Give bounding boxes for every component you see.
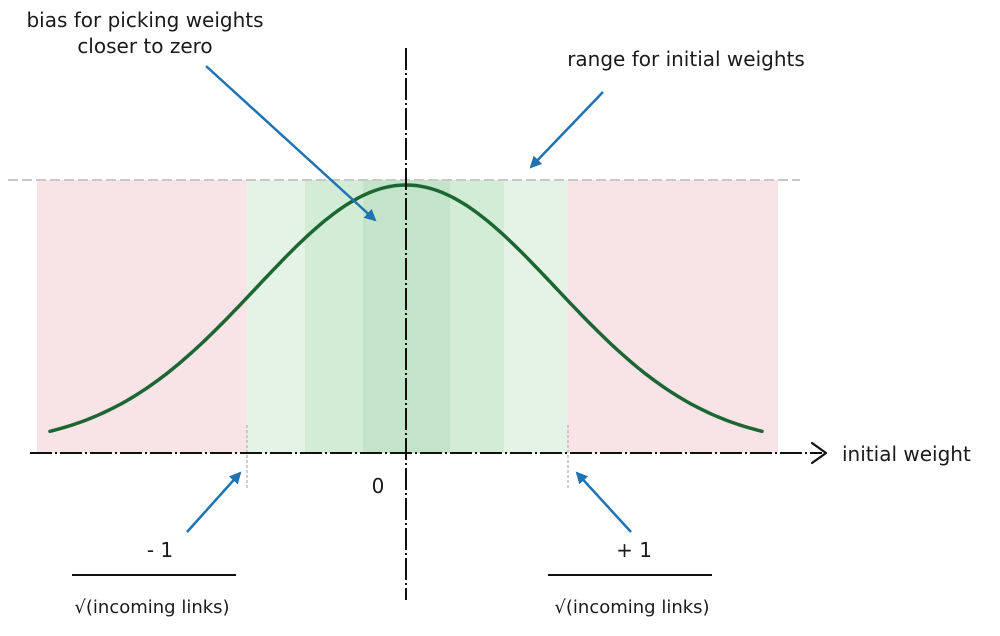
range-annotation: range for initial weights	[567, 47, 805, 71]
bias-annotation-line1: bias for picking weights	[26, 8, 263, 32]
right-bound-arrow	[575, 471, 632, 533]
range-arrow	[529, 91, 604, 169]
left-bound-denominator: √(incoming links)	[74, 597, 229, 618]
outer-region-right	[568, 180, 778, 453]
left-bound-arrow	[186, 471, 242, 533]
x-axis-arrowhead	[810, 441, 828, 465]
right-bound-numerator: + 1	[616, 538, 652, 562]
bias-annotation-line2: closer to zero	[77, 34, 212, 58]
left-bound-numerator: - 1	[147, 538, 173, 562]
weight-range-band-dark	[363, 180, 450, 453]
bias-arrow	[205, 65, 377, 222]
origin-label: 0	[372, 474, 385, 498]
x-axis-label: initial weight	[842, 442, 971, 466]
right-bound-denominator: √(incoming links)	[554, 597, 709, 618]
outer-region-left	[37, 180, 247, 453]
